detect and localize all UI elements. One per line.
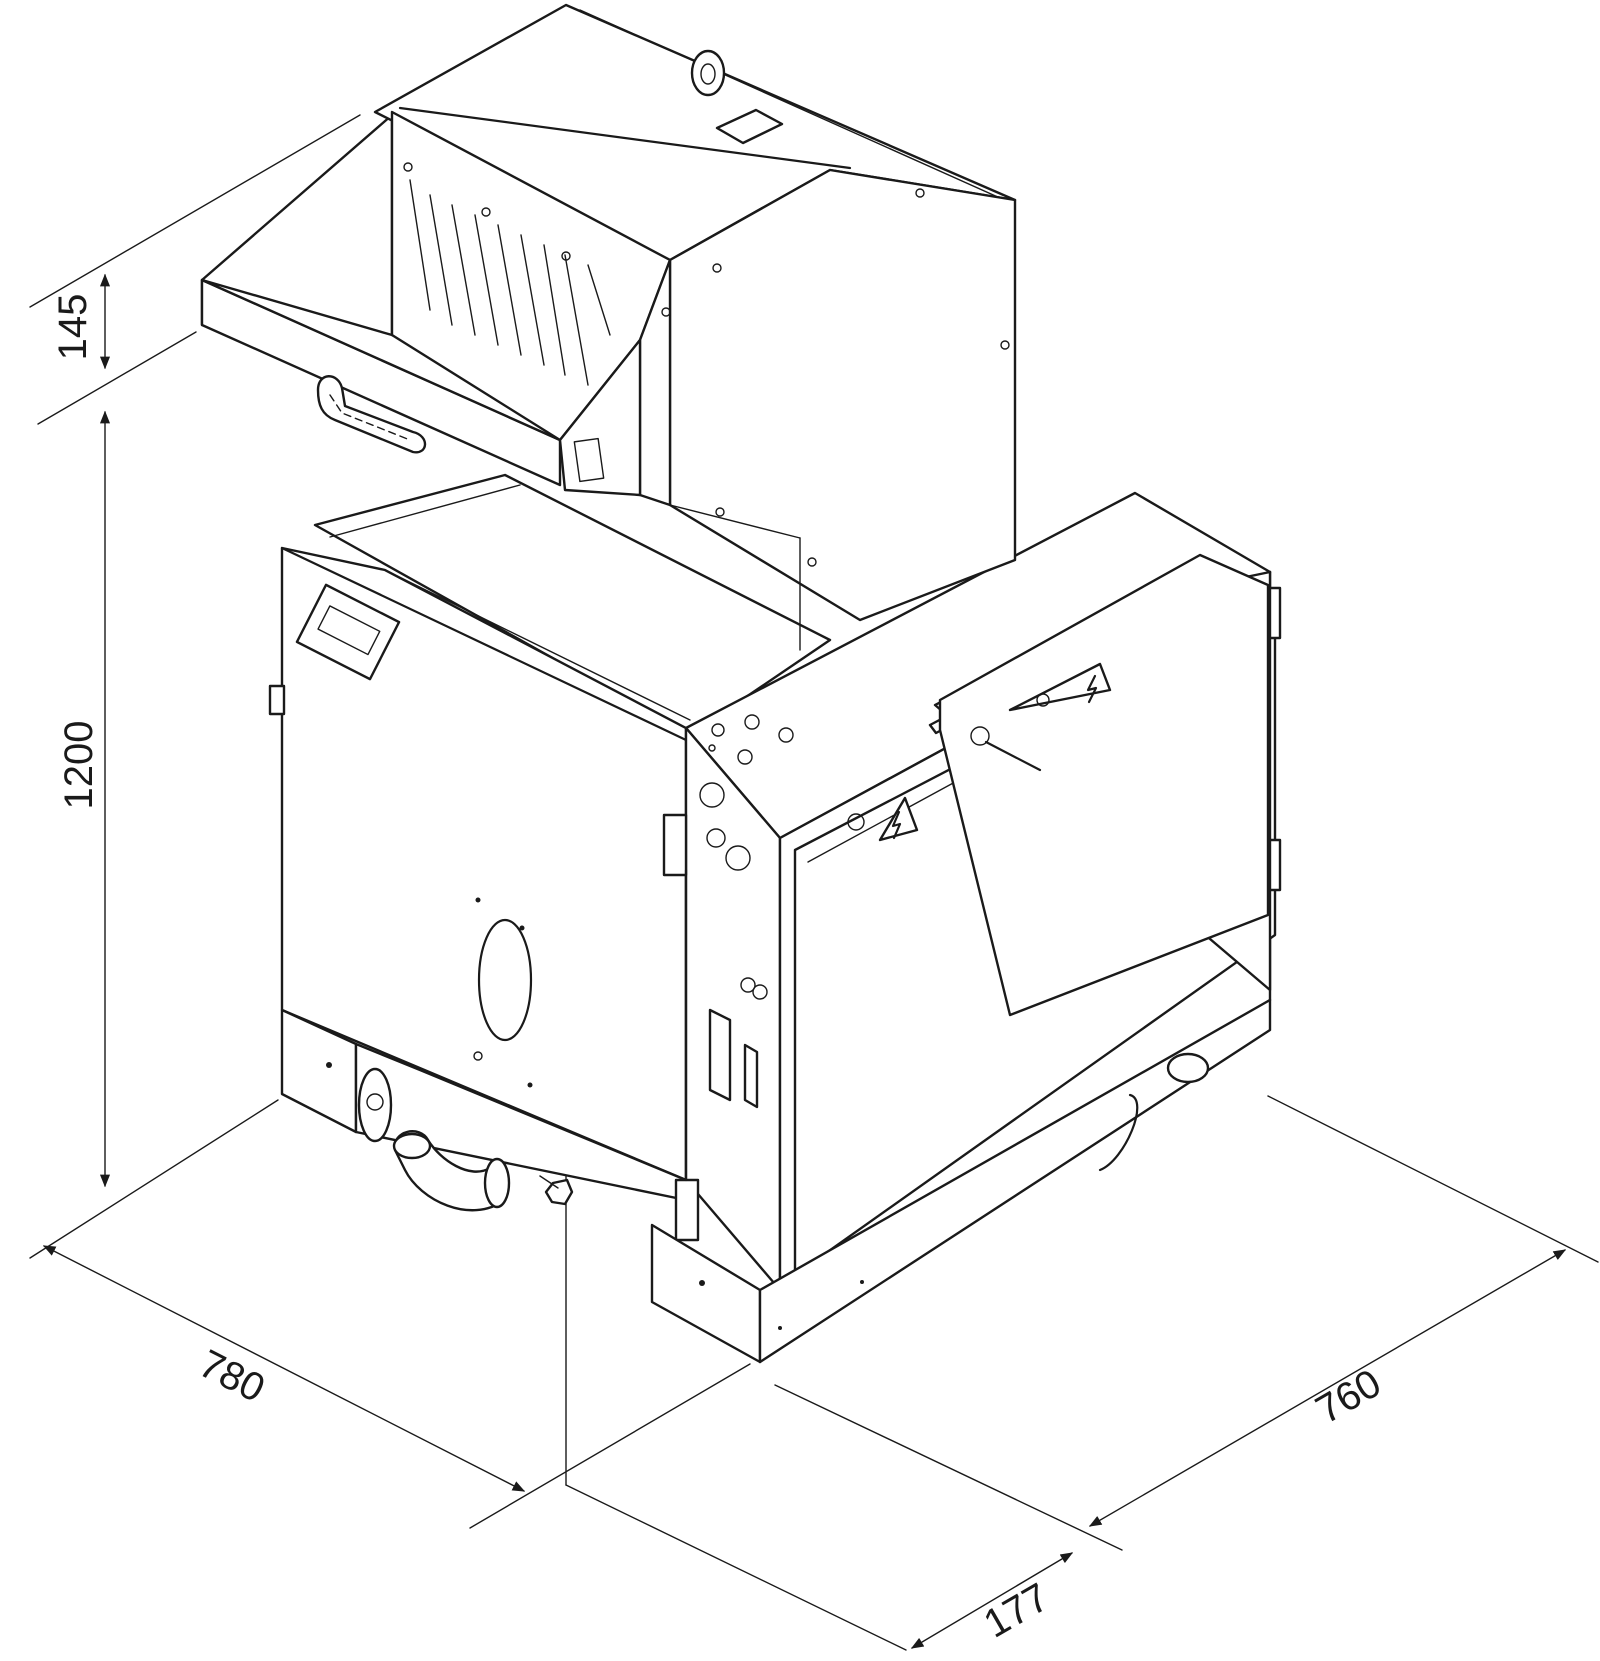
machine-drawing [200,3,1282,1364]
bolt [807,557,817,567]
dimension-label-760: 760 [1309,1361,1389,1432]
door-hinge-lower [674,1178,700,1242]
slat [429,194,453,326]
box-hinge [1268,586,1282,640]
left-hinge-tab [268,684,286,716]
top-hole [708,744,716,752]
extension-line-hopper-bottom [37,331,197,425]
indicator-light [1036,693,1050,707]
cable-gland [752,984,768,1000]
dimension-label-145: 145 [51,294,95,361]
dimension-arrow-177 [910,1552,1074,1649]
bolt [712,263,722,273]
extension-line-right [1267,1095,1599,1263]
oval-inspection-opening [477,918,533,1042]
high-voltage-warning-icon [1008,662,1112,712]
bolt [661,307,671,317]
bolt [561,251,571,261]
cable-gland [699,782,725,808]
top-hole [711,723,725,737]
hopper-handle-inner [329,394,411,441]
top-label-plate [715,108,784,145]
leveling-bolt [539,1175,559,1189]
slat [543,244,566,376]
lower-body-top-seam [384,569,691,721]
dimension-arrow-780 [42,1245,526,1492]
cable-gland [725,845,751,871]
lifting-eye-bolt-icon [690,49,726,97]
bolt-hole [527,1082,533,1088]
bolt-hole [519,925,525,931]
top-hole [778,727,794,743]
lower-body-top-edge [329,484,521,538]
frame-curve [1098,1093,1139,1172]
hopper-slats [409,179,611,386]
bolt-hole [860,1280,864,1284]
bolt-hole [326,1062,332,1068]
extension-line-front-corner [469,1363,751,1529]
door-lock[interactable] [847,813,865,831]
slat [451,204,476,336]
bolt [915,188,925,198]
lightning-bolt-symbol [891,810,902,840]
dimension-label-177: 177 [977,1575,1057,1646]
slat [520,234,545,366]
cable-gland [706,828,726,848]
front-base-plinth-side [758,998,1272,1364]
side-panel-handle[interactable] [295,583,401,681]
main-switch[interactable] [970,726,990,746]
cable-gland [740,977,756,993]
top-hole [744,714,760,730]
extension-line-base-bottom [565,1484,907,1651]
dimension-label-1200: 1200 [57,721,101,810]
hopper-top-seam [398,106,852,170]
hopper-top-edge [579,9,1001,199]
upper-control-box [938,553,1270,1017]
extension-line-hopper-top [29,114,361,308]
box-hinge [1268,838,1282,892]
slat [587,264,611,336]
hopper-front-panel [558,338,642,497]
bolt [1000,340,1010,350]
high-voltage-warning-icon [878,796,919,842]
door-hinge-upper [662,813,688,877]
hopper-handle[interactable] [316,375,427,454]
slat [409,179,431,311]
bolt-hole [699,1280,705,1286]
main-switch-lever [984,740,1042,772]
bolt [403,162,413,172]
bolt [715,507,725,517]
slat [474,214,499,346]
slat [564,254,589,386]
extension-line-floor-left [29,1099,279,1259]
hopper-window [573,437,605,483]
extension-line-cabinet-bottom [774,1384,1123,1551]
left-panel-top-edge [280,546,688,742]
dimension-arrow-760 [1088,1249,1567,1527]
top-hole [737,749,753,765]
lightning-bolt-symbol [1086,674,1098,704]
discharge-pipe-opening [392,1132,432,1160]
caster-hub [366,1093,384,1111]
indicator-slot [743,1043,759,1109]
bolt-hole [473,1051,483,1061]
leveling-nut [544,1178,574,1206]
bolt-hole [778,1326,782,1330]
bolt-hole [475,897,481,903]
side-panel-handle-grip [317,605,381,656]
hopper-lower-edge [669,504,801,539]
lifting-eye-hole [700,63,716,85]
discharge-pipe-clamp [483,1157,511,1209]
caster-wheel-right [1166,1052,1210,1084]
ventilation-slot [708,1008,732,1102]
hopper-right-block [668,168,1017,622]
bolt [481,207,491,217]
dimension-label-780: 780 [192,1342,271,1412]
slat [497,224,522,356]
caster-wheel-left [357,1067,393,1143]
